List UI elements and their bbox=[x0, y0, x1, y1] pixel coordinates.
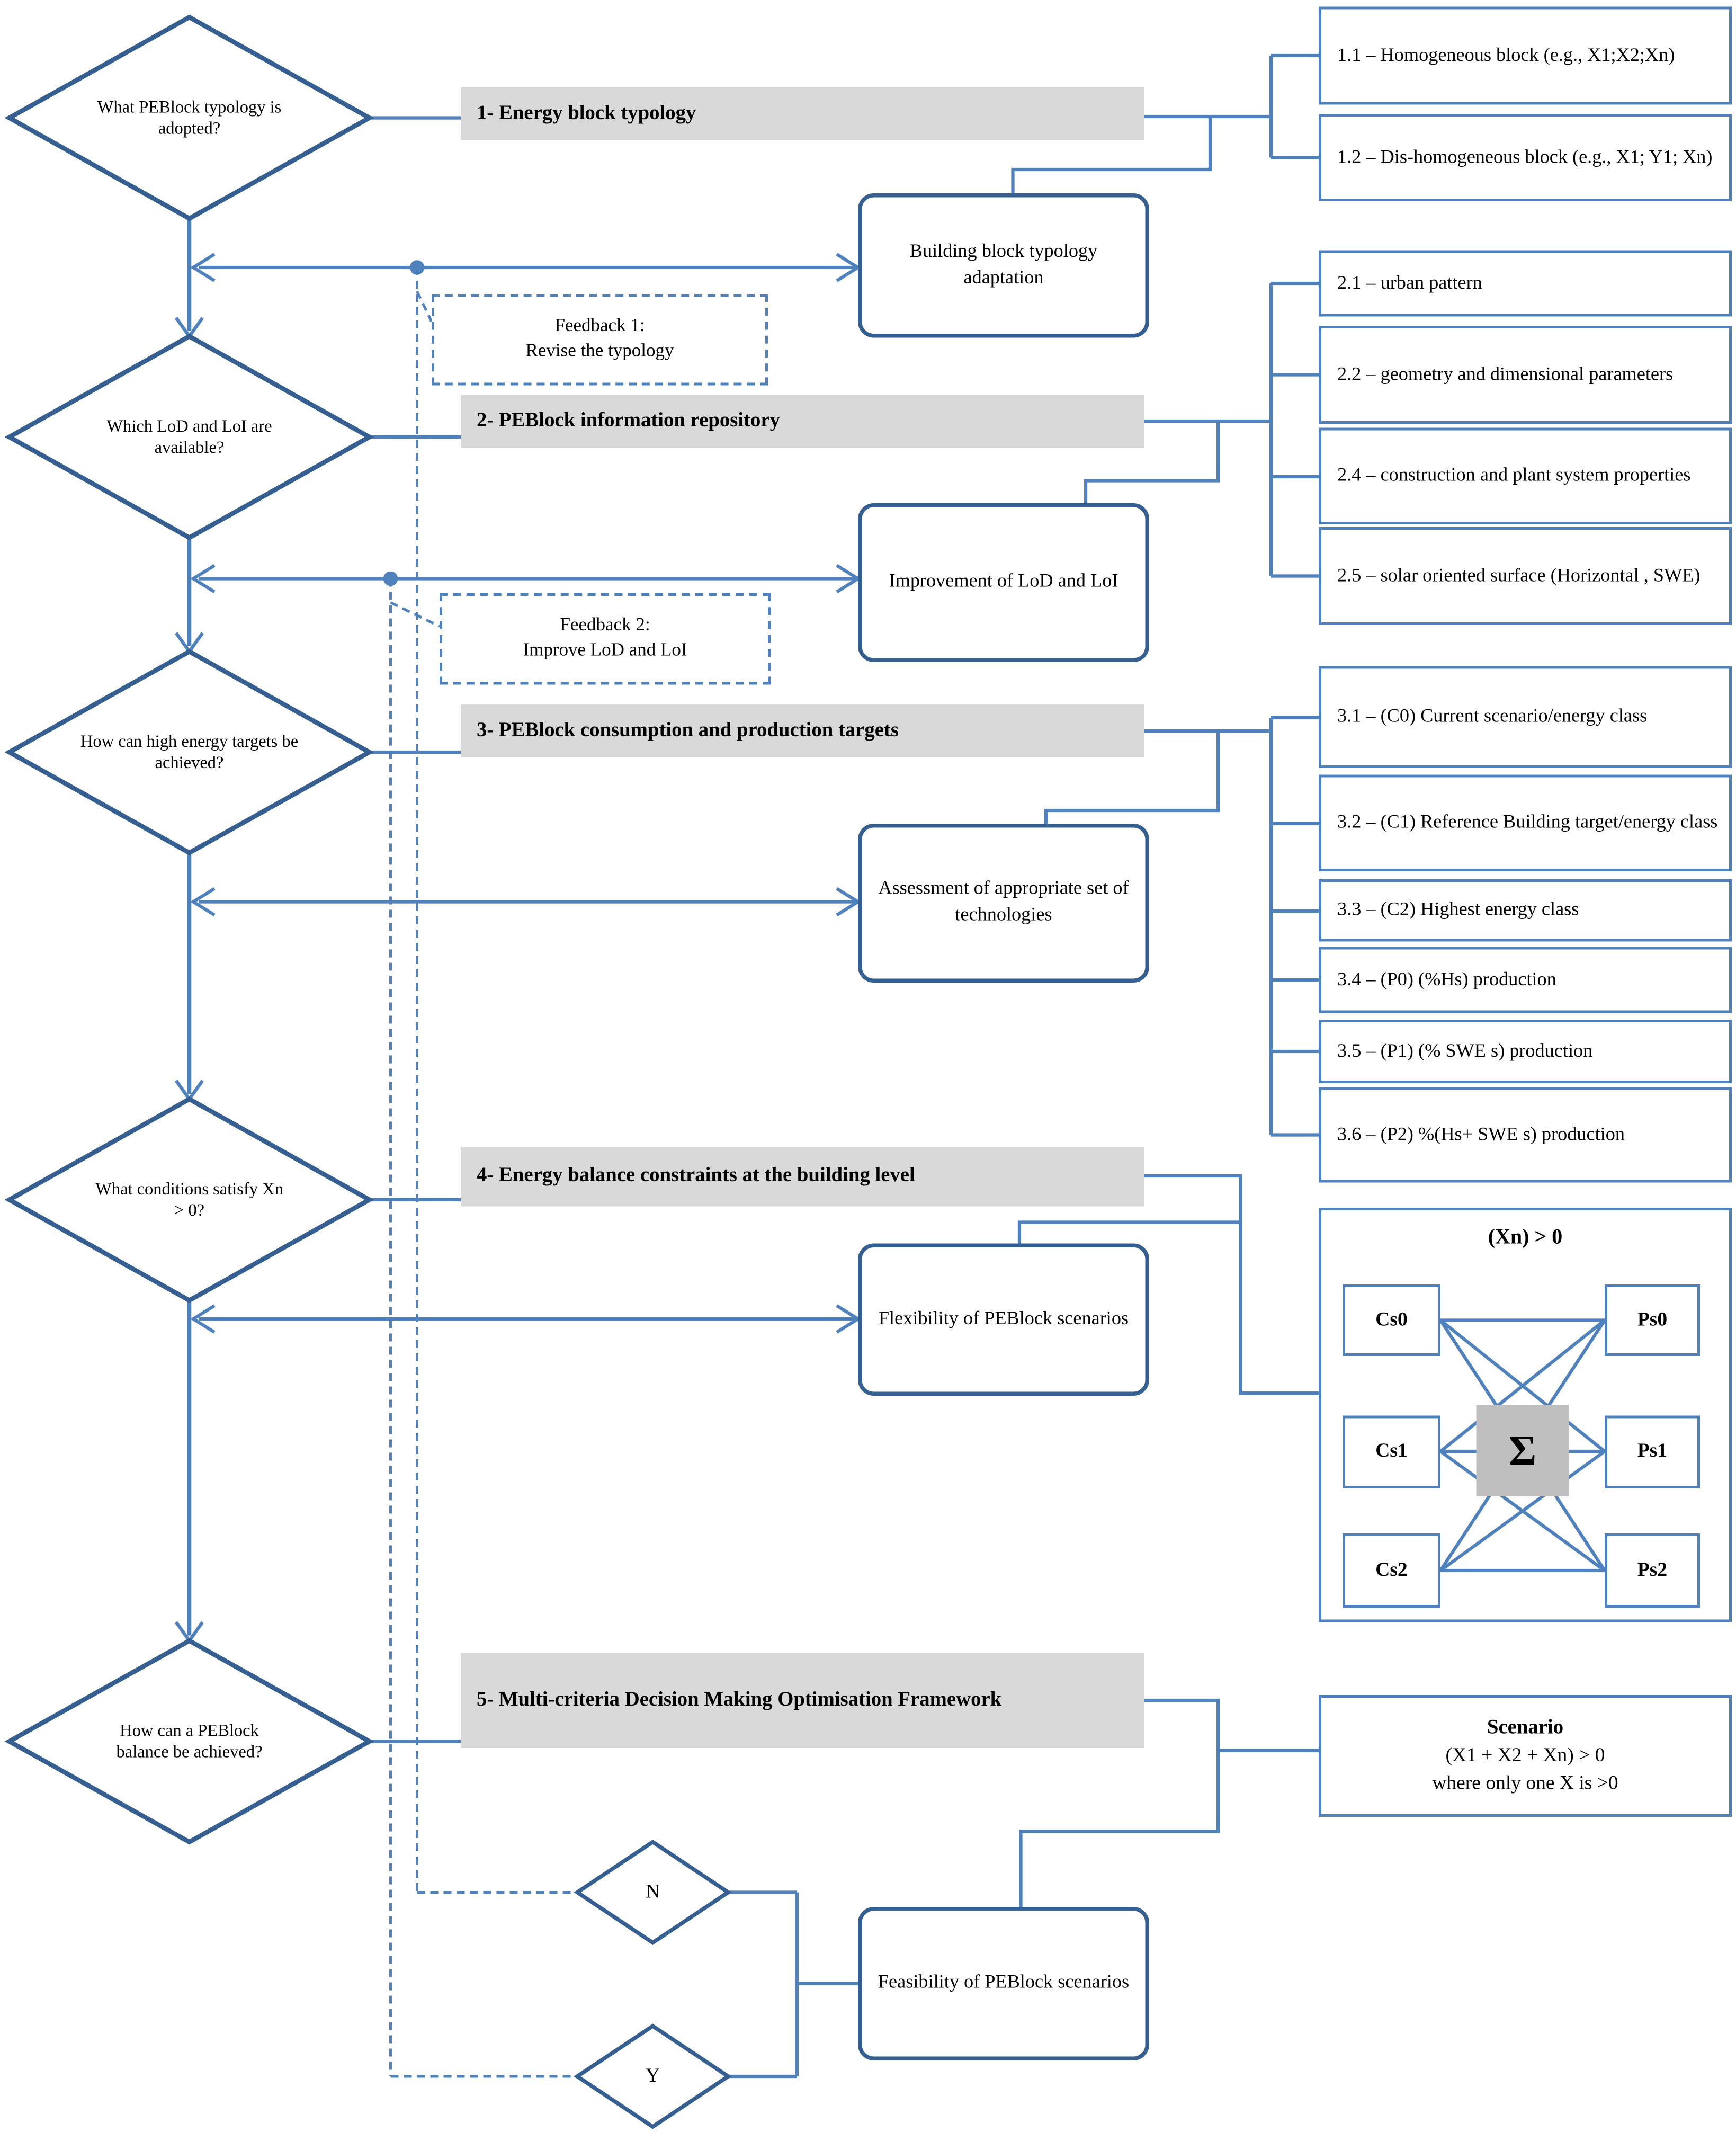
scenario-box: Scenario (X1 + X2 + Xn) > 0 where only o… bbox=[1319, 1695, 1732, 1817]
feedback-1-box: Feedback 1: Revise the typology bbox=[432, 294, 768, 386]
feedback1-branch bbox=[416, 290, 433, 323]
output-3-6: 3.6 – (P2) %(Hs+ SWE s) production bbox=[1319, 1087, 1732, 1183]
step-bar-2: 2- PEBlock information repository bbox=[461, 395, 1144, 448]
decision-diamond-5 bbox=[4, 1638, 374, 1845]
cs-ps-link bbox=[1439, 1450, 1606, 1572]
node-ps1: Ps1 bbox=[1605, 1415, 1700, 1488]
question-5-label: How can a PEBlock balance be achieved? bbox=[116, 1719, 263, 1761]
step-bar-4: 4- Energy balance constraints at the bui… bbox=[461, 1147, 1144, 1207]
branch-label-no: N bbox=[645, 1881, 660, 1903]
question-3-label: How can high energy targets be achieved? bbox=[80, 730, 299, 772]
arrow-left-icon bbox=[190, 1304, 216, 1334]
xn-constraint-title: (Xn) > 0 bbox=[1488, 1226, 1563, 1249]
node-ps2: Ps2 bbox=[1605, 1533, 1700, 1608]
feedback-2-action: Improve LoD and LoI bbox=[523, 640, 687, 661]
output-3-4: 3.4 – (P0) (%Hs) production bbox=[1319, 947, 1732, 1013]
feedback-2-title: Feedback 2: bbox=[560, 615, 650, 636]
arrow-left-icon bbox=[190, 253, 216, 282]
step4-xn-feed bbox=[1144, 1174, 1319, 1395]
tool-box-scenario-feasibility: Feasibility of PEBlock scenarios bbox=[858, 1907, 1149, 2060]
xn-constraint-box bbox=[1319, 1208, 1732, 1622]
junction-dot-2 bbox=[383, 571, 398, 586]
node-cs0: Cs0 bbox=[1343, 1284, 1440, 1356]
tool-box-technology-assessment: Assessment of appropriate set of technol… bbox=[858, 824, 1149, 983]
output-3-2: 3.2 – (C1) Reference Building target/ene… bbox=[1319, 774, 1732, 871]
junction-dot-1 bbox=[409, 260, 425, 275]
decision-diamond-4 bbox=[4, 1096, 374, 1304]
step-bar-1: 1- Energy block typology bbox=[461, 87, 1144, 140]
cs-ps-link bbox=[1439, 1319, 1606, 1453]
scenario-title: Scenario bbox=[1487, 1716, 1564, 1739]
output-3-5: 3.5 – (P1) (% SWE s) production bbox=[1319, 1020, 1732, 1083]
output-2-5: 2.5 – solar oriented surface (Horizontal… bbox=[1319, 527, 1732, 625]
output-1-2: 1.2 – Dis-homogeneous block (e.g., X1; Y… bbox=[1319, 114, 1732, 201]
scenario-formula: (X1 + X2 + Xn) > 0 bbox=[1445, 1745, 1605, 1767]
feedback2-branch bbox=[390, 601, 441, 628]
arrow-left-icon bbox=[190, 887, 216, 917]
output-3-3: 3.3 – (C2) Highest energy class bbox=[1319, 879, 1732, 942]
node-ps0: Ps0 bbox=[1605, 1284, 1700, 1356]
step4-tool-feed bbox=[1017, 1220, 1241, 1244]
scenario-condition: where only one X is >0 bbox=[1432, 1773, 1618, 1795]
feedback-1-action: Revise the typology bbox=[525, 341, 674, 361]
step-bar-3: 3- PEBlock consumption and production ta… bbox=[461, 704, 1144, 757]
step5-feasibility-feed bbox=[1019, 1698, 1220, 1907]
node-cs2: Cs2 bbox=[1343, 1533, 1440, 1608]
node-cs1: Cs1 bbox=[1343, 1415, 1440, 1488]
question-2-label: Which LoD and LoI are available? bbox=[106, 415, 272, 457]
step3-tool-feed bbox=[1044, 731, 1220, 824]
output-2-2: 2.2 – geometry and dimensional parameter… bbox=[1319, 326, 1732, 424]
arrow-left-icon bbox=[190, 564, 216, 594]
output-1-1: 1.1 – Homogeneous block (e.g., X1;X2;Xn) bbox=[1319, 6, 1732, 105]
decision-diamond-1 bbox=[4, 14, 374, 221]
output-2-4: 2.4 – construction and plant system prop… bbox=[1319, 427, 1732, 524]
feedback-1-title: Feedback 1: bbox=[554, 316, 645, 336]
feedback-2-box: Feedback 2: Improve LoD and LoI bbox=[440, 593, 771, 685]
tool-box-scenario-flexibility: Flexibility of PEBlock scenarios bbox=[858, 1243, 1149, 1396]
branch-diamond-no bbox=[574, 1839, 732, 1946]
tool-box-typology-adaptation: Building block typology adaptation bbox=[858, 193, 1149, 338]
output-2-1: 2.1 – urban pattern bbox=[1319, 250, 1732, 317]
sigma-operator: Σ bbox=[1476, 1405, 1569, 1496]
step2-tool-feed bbox=[1084, 421, 1220, 503]
branch-label-yes: Y bbox=[645, 2065, 660, 2086]
question-1-label: What PEBlock typology is adopted? bbox=[97, 96, 282, 138]
output-3-1: 3.1 – (C0) Current scenario/energy class bbox=[1319, 666, 1732, 768]
decision-diamond-2 bbox=[4, 333, 374, 541]
branch-diamond-yes bbox=[574, 2023, 732, 2129]
question-4-label: What conditions satisfy Xn > 0? bbox=[95, 1178, 283, 1220]
decision-diamond-3 bbox=[4, 648, 374, 856]
tool-box-lod-loi-improvement: Improvement of LoD and LoI bbox=[858, 503, 1149, 662]
step-bar-5: 5- Multi-criteria Decision Making Optimi… bbox=[461, 1653, 1144, 1748]
step1-tool-feed bbox=[1011, 117, 1212, 193]
